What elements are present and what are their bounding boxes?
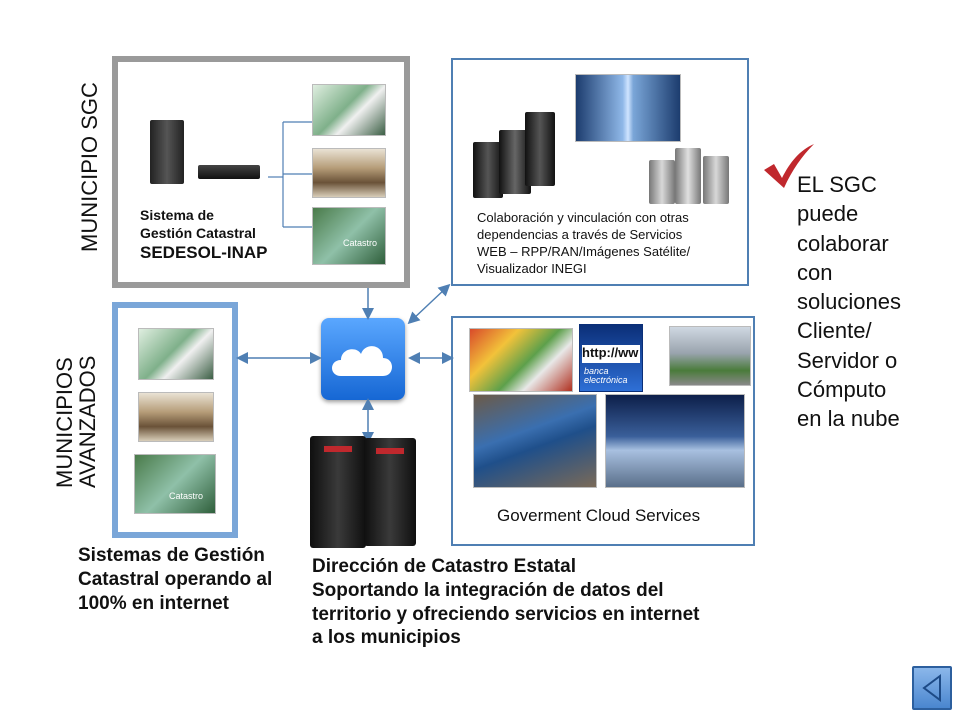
garbage-truck-photo (669, 326, 751, 386)
server-image-4 (649, 160, 675, 204)
server-tower-image (150, 120, 184, 184)
note-line: con (797, 259, 833, 285)
collaboration-box: Colaboración y vinculación con otras dep… (451, 58, 749, 286)
sgc-line3: SEDESOL-INAP (140, 243, 268, 262)
datacenter-photo (575, 74, 681, 142)
avanzados-photo-2 (138, 392, 214, 442)
note-line: colaborar (797, 230, 889, 256)
center-caption-line3: territorio y ofreciendo servicios en int… (312, 603, 700, 625)
avanzados-photo-1 (138, 328, 214, 380)
map-screenshot-photo (469, 328, 573, 392)
catastro-photo: Catastro (312, 207, 386, 265)
label-municipios-avanzados: MUNICIPIOS AVANZADOS (52, 355, 101, 488)
avanzados-catastro-photo: Catastro (134, 454, 216, 514)
label-municipios-line2: AVANZADOS (75, 355, 101, 488)
server-image-3 (525, 112, 555, 186)
left-caption-line1: Sistemas de Gestión (78, 545, 265, 566)
sgc-line1: Sistema de (140, 207, 214, 223)
catastro-photo-label: Catastro (343, 238, 378, 248)
center-caption: Dirección de Catastro Estatal Soportando… (312, 555, 700, 650)
note-line: Cómputo (797, 376, 887, 402)
collaboration-text: Colaboración y vinculación con otras dep… (477, 210, 690, 278)
note-line: puede (797, 201, 859, 227)
avanzados-box: Catastro (112, 302, 238, 538)
center-caption-line2: Soportando la integración de datos del (312, 579, 664, 601)
back-arrow-icon (922, 674, 941, 702)
collab-line4: Visualizador INEGI (477, 260, 587, 276)
server-image-6 (703, 156, 729, 204)
server-led-bar (376, 448, 404, 454)
sgc-line2: Gestión Catastral (140, 224, 256, 241)
sgc-description: Sistema de Gestión Catastral SEDESOL-INA… (140, 207, 268, 263)
state-server-right (364, 438, 416, 546)
banca-line1: banca (584, 366, 609, 376)
office-photo-1 (312, 84, 386, 136)
tree-connector (268, 121, 313, 228)
state-server-left (310, 436, 366, 548)
label-municipios-line1: MUNICIPIOS (52, 357, 77, 488)
label-municipio-sgc: MUNICIPIO SGC (77, 82, 102, 252)
server-image-5 (675, 148, 701, 204)
rack-server-image (198, 165, 260, 179)
note-line: Cliente/ (797, 318, 872, 344)
left-caption: Sistemas de Gestión Catastral operando a… (78, 544, 272, 615)
banca-line2: electrónica (584, 375, 628, 386)
note-line: soluciones (797, 289, 901, 314)
arrows (236, 283, 454, 444)
note-line: en la nube (797, 406, 900, 431)
server-image-1 (473, 142, 503, 198)
collab-line1: Colaboración y vinculación con otras (477, 210, 689, 225)
right-note: EL SGC puede colaborar con soluciones Cl… (797, 170, 901, 433)
http-text: http://ww (582, 345, 640, 363)
note-line: Servidor o (797, 347, 898, 373)
water-pipes-photo (473, 394, 597, 488)
sgc-box: Catastro Sistema de Gestión Catastral SE… (112, 56, 410, 288)
center-caption-line4: a los municipios (312, 627, 461, 649)
banca-label: banca electrónica (584, 366, 628, 386)
check-icon (764, 144, 814, 188)
cloud-services-caption: Goverment Cloud Services (497, 506, 701, 525)
left-caption-line3: 100% en internet (78, 592, 229, 614)
center-caption-line1: Dirección de Catastro Estatal (312, 556, 576, 577)
banca-electronica-photo: http://ww banca electrónica (579, 324, 643, 392)
collab-line2: dependencias a través de Servicios (477, 226, 683, 242)
back-button[interactable] (912, 666, 952, 710)
cloud-services-box: http://ww banca electrónica Goverment Cl… (451, 316, 755, 546)
office-photo-2 (312, 148, 386, 198)
street-lights-photo (605, 394, 745, 488)
server-led-bar (324, 446, 352, 452)
avanzados-catastro-label: Catastro (169, 491, 204, 501)
cloud-icon (321, 318, 405, 400)
note-line: EL SGC (797, 172, 877, 197)
collab-line3: WEB – RPP/RAN/Imágenes Satélite/ (477, 243, 691, 259)
left-caption-line2: Catastral operando al (78, 568, 273, 590)
